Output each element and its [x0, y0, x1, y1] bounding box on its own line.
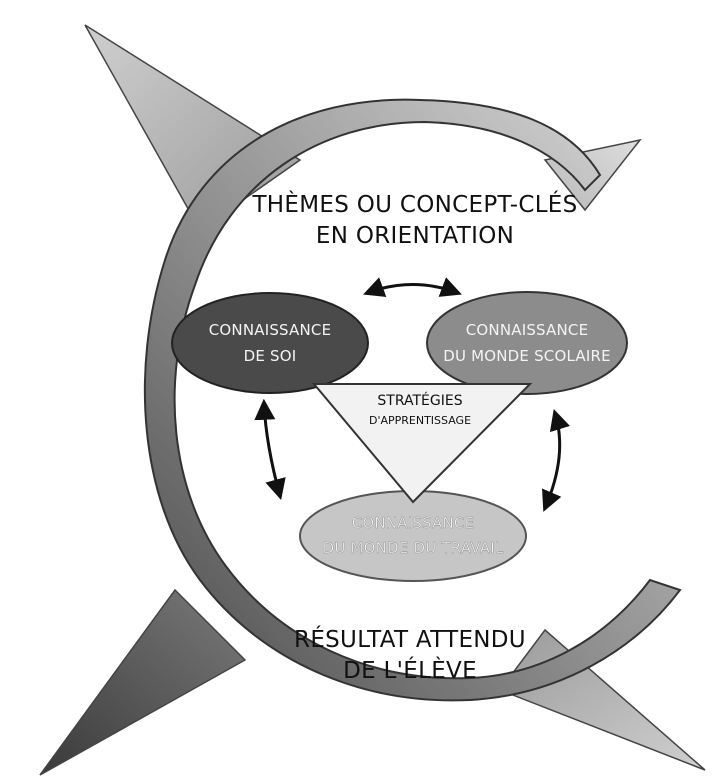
result-line-2: DE L'ÉLÈVE	[343, 656, 477, 684]
arrow-left	[254, 398, 286, 501]
scolaire-line-2: DU MONDE SCOLAIRE	[443, 347, 611, 365]
ellipse-travail	[299, 490, 527, 582]
outer-ring	[143, 98, 682, 702]
soi-line-1: CONNAISSANCE	[209, 321, 332, 339]
arrow-right	[542, 408, 570, 512]
center-triangle	[311, 383, 533, 504]
center-line-2: D'APPRENTISSAGE	[369, 414, 471, 427]
travail-line-2: DU MONDE DU TRAVAIL	[323, 539, 504, 557]
soi-line-2: DE SOI	[244, 347, 297, 365]
title-line-1: THÈMES OU CONCEPT-CLÉS	[251, 190, 577, 218]
arrow-top	[363, 277, 462, 298]
spike-lower-left	[39, 588, 247, 776]
center-line-1: STRATÉGIES	[377, 392, 462, 409]
travail-line-1: CONNAISSANCE	[352, 514, 475, 532]
ellipse-scolaire	[426, 291, 628, 395]
title-line-2: EN ORIENTATION	[316, 223, 514, 249]
scolaire-line-1: CONNAISSANCE	[466, 321, 589, 339]
result-line-1: RÉSULTAT ATTENDU	[294, 625, 526, 653]
ellipse-soi	[171, 292, 369, 394]
